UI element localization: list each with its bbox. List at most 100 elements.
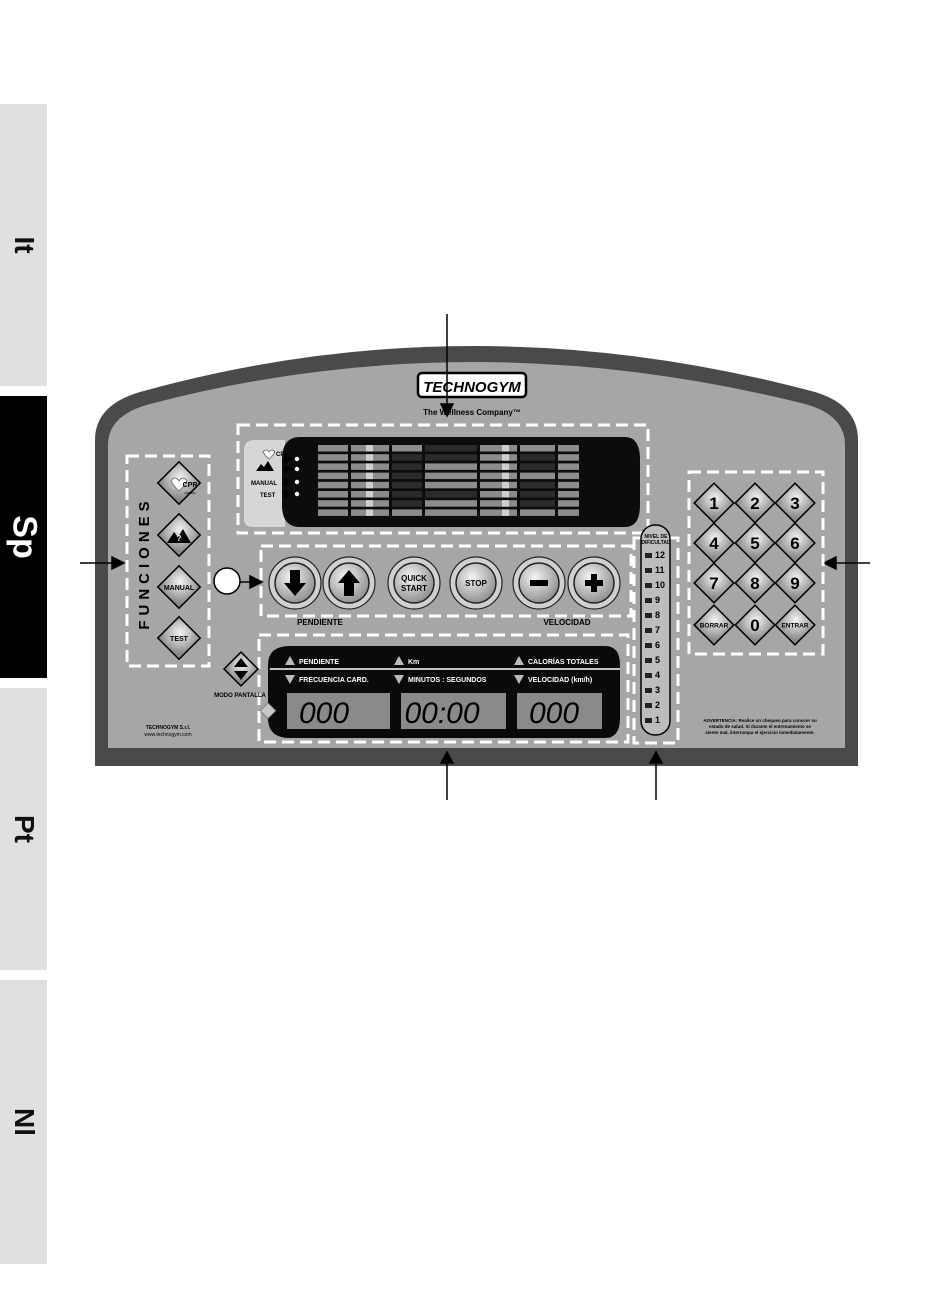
keypad-key-label: 1 [709,494,718,513]
language-tab-sp[interactable]: Sp [0,396,47,678]
keypad-key-label: 4 [709,534,719,553]
matrix-cell [366,454,373,461]
language-tab-nl[interactable]: Nl [0,980,47,1264]
matrix-cell [480,463,517,470]
value-pendiente-fc: 000 [299,697,349,730]
matrix-cell [392,454,422,461]
speed-down-button[interactable] [512,556,566,610]
callout-marker [213,567,241,595]
level-number: 7 [655,625,660,635]
matrix-cell [366,481,373,489]
keypad-key-label: 3 [790,494,799,513]
mode-screen-label: MODO PANTALLA [214,693,266,699]
level-number: 8 [655,610,660,620]
cpr-label: CPR [183,482,198,489]
level-led [645,628,652,633]
matrix-cell [480,491,517,498]
keypad-key-3[interactable]: 3 [774,482,816,524]
keypad-key-1[interactable]: 1 [693,482,735,524]
cpr-button[interactable]: CPR cardio [156,460,202,506]
mountain-icon [167,529,191,543]
matrix-cell [425,509,477,516]
funciones-panel: FUNCIONES CPR cardio ? MANUAL TEST [136,460,202,661]
level-led [645,553,652,558]
matrix-cell [520,463,555,470]
matrix-cell [480,472,517,480]
matrix-cell [480,500,517,507]
warning-line-1: ADVERTENCIA: Realice un chequeo para con… [703,718,817,723]
keypad-key-entrar[interactable]: ENTRAR [774,604,816,646]
level-led [645,583,652,588]
keypad-key-7[interactable]: 7 [693,562,735,604]
matrix-cell [366,491,373,498]
matrix-cell [502,463,509,470]
keypad-key-label: 8 [750,574,759,593]
keypad-key-4[interactable]: 4 [693,522,735,564]
speed-up-button[interactable] [567,556,621,610]
matrix-cell [392,472,422,480]
language-tab-pt[interactable]: Pt [0,688,47,970]
hill-program-button[interactable]: ? [156,512,202,558]
incline-up-button[interactable] [322,556,376,610]
level-led [645,718,652,723]
matrix-cell [480,454,517,461]
matrix-cell [366,463,373,470]
level-number: 3 [655,685,660,695]
matrix-cell [318,491,348,498]
label-velocidad: VELOCIDAD (km/h) [528,677,592,684]
warning-line-3: siente mal, interrumpa el ejercicio inme… [705,730,814,735]
minus-icon [530,580,548,586]
quick-start-button[interactable]: QUICK START [387,556,441,610]
keypad-key-borrar[interactable]: BORRAR [693,604,735,646]
keypad-key-8[interactable]: 8 [734,562,776,604]
keypad-key-label: 0 [750,616,759,635]
matrix-cell [558,509,579,516]
matrix-cell [520,454,555,461]
matrix-cell [480,445,517,452]
matrix-cell [558,491,579,498]
manual-button[interactable]: MANUAL [156,564,202,610]
keypad-key-2[interactable]: 2 [734,482,776,524]
incline-down-button[interactable] [268,556,322,610]
stop-button[interactable]: STOP [449,556,503,610]
keypad-key-0[interactable]: 0 [734,604,776,646]
quick-start-label-line2: START [401,584,427,593]
matrix-cell [318,454,348,461]
indicator-test-label: TEST [260,493,276,499]
matrix-cell [520,500,555,507]
matrix-cell [425,500,477,507]
pendiente-label: PENDIENTE [297,618,343,627]
manual-label: MANUAL [164,585,195,592]
label-calorias: CALORÍAS TOTALES [528,657,599,666]
arrow-down-icon [284,570,306,596]
value-field-2 [401,693,506,729]
matrix-cell [502,472,509,480]
matrix-cell [318,509,348,516]
test-button[interactable]: TEST [156,615,202,661]
keypad-key-6[interactable]: 6 [774,522,816,564]
company-web: www.technogym.com [144,732,191,738]
matrix-cell [502,509,509,516]
keypad-key-9[interactable]: 9 [774,562,816,604]
level-strip [640,524,671,736]
matrix-cell [480,509,517,516]
matrix-cell [520,472,555,480]
matrix-cell [366,445,373,452]
mode-screen-button[interactable] [222,650,260,688]
indicator-cpr-label: CPR [276,452,289,458]
matrix-cell [392,463,422,470]
language-tab-it[interactable]: It [0,104,47,386]
keypad-key-5[interactable]: 5 [734,522,776,564]
matrix-cell [318,463,348,470]
funciones-title: FUNCIONES [136,496,153,629]
keypad-key-label: 7 [709,574,718,593]
matrix-cell [392,481,422,489]
level-number: 1 [655,715,660,725]
matrix-cell [318,481,348,489]
test-label: TEST [170,636,189,643]
nivel-title-line1: NIVEL DE [645,534,669,540]
